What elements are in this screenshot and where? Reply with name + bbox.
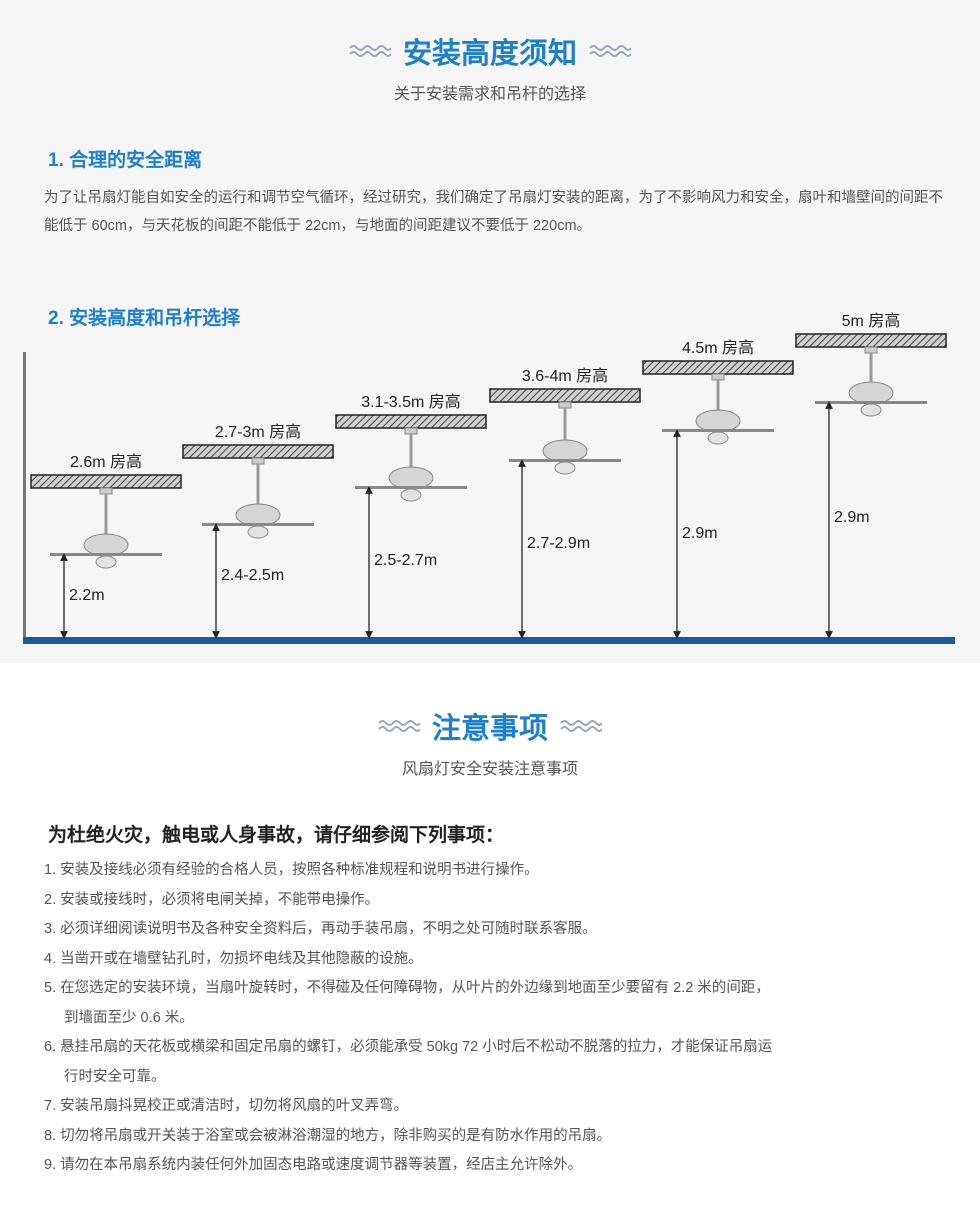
clearance-label: 2.2m xyxy=(69,587,105,604)
clearance-label: 2.4-2.5m xyxy=(221,567,284,584)
list-item: 6. 悬挂吊扇的天花板或横梁和固定吊扇的螺钉，必须能承受 50kg 72 小时后… xyxy=(44,1033,944,1092)
fan-canopy xyxy=(711,373,725,381)
fan-unit: 2.6m 房高 2.2m xyxy=(30,453,182,639)
fan-motor xyxy=(542,439,588,463)
fan-light xyxy=(95,555,117,569)
list-item: 8. 切勿将吊扇或开关装于浴室或会被淋浴潮湿的地方，除非购买的是有防水作用的吊扇… xyxy=(44,1122,944,1152)
fan-blades xyxy=(202,523,314,526)
ceiling-height-label: 2.7-3m 房高 xyxy=(215,423,301,441)
ceiling-slab xyxy=(642,360,794,375)
fan-motor xyxy=(695,409,741,433)
ceiling-height-label: 2.6m 房高 xyxy=(70,453,142,471)
clearance-label: 2.7-2.9m xyxy=(527,535,590,552)
fan-motor xyxy=(83,533,129,557)
list-item: 9. 请勿在本吊扇系统内装任何外加固态电路或速度调节器等装置，经店主允许除外。 xyxy=(44,1151,944,1181)
fan-blades xyxy=(509,459,621,462)
ceiling-height-label: 4.5m 房高 xyxy=(682,339,754,357)
floor xyxy=(23,637,955,644)
notice-section-subtitle: 风扇灯安全安装注意事项 xyxy=(401,761,578,778)
fan-downrod xyxy=(563,408,567,443)
notice-section-title: 注意事项 xyxy=(431,713,548,745)
wave-icon xyxy=(348,45,391,57)
fan-unit: 4.5m 房高 2.9m xyxy=(642,339,794,639)
list-item-text: 5. 在您选定的安装环境，当扇叶旋转时，不得碰及任何障碍物，从叶片的外边缘到地面… xyxy=(44,980,770,996)
ceiling-slab xyxy=(335,414,487,429)
list-item-text: 7. 安装吊扇抖晃校正或清洁时，切勿将风扇的叶叉弄弯。 xyxy=(44,1098,409,1114)
notice-list: 1. 安装及接线必须有经验的合格人员，按照各种标准规程和说明书进行操作。 2. … xyxy=(44,856,944,1181)
fan-light xyxy=(707,431,729,445)
section-title-row: 安装高度须知 xyxy=(0,30,980,72)
ceiling-height-label: 3.6-4m 房高 xyxy=(522,367,608,385)
list-item: 5. 在您选定的安装环境，当扇叶旋转时，不得碰及任何障碍物，从叶片的外边缘到地面… xyxy=(44,974,944,1033)
wave-icon xyxy=(560,720,603,732)
list-item: 7. 安装吊扇抖晃校正或清洁时，切勿将风扇的叶叉弄弯。 xyxy=(44,1092,944,1122)
list-item-text: 9. 请勿在本吊扇系统内装任何外加固态电路或速度调节器等装置，经店主允许除外。 xyxy=(44,1157,583,1173)
fan-canopy xyxy=(864,346,878,354)
fan-motor xyxy=(388,466,434,490)
wave-icon xyxy=(377,720,420,732)
fan-blades xyxy=(50,553,162,556)
list-item-text: 6. 悬挂吊扇的天花板或横梁和固定吊扇的螺钉，必须能承受 50kg 72 小时后… xyxy=(44,1039,773,1055)
list-item: 4. 当凿开或在墙壁钻孔时，勿损坏电线及其他隐蔽的设施。 xyxy=(44,945,944,975)
ceiling-height-label: 3.1-3.5m 房高 xyxy=(361,393,461,411)
ceiling-slab xyxy=(795,333,947,348)
list-item-text: 3. 必须详细阅读说明书及各种安全资料后，再动手装吊扇，不明之处可随时联系客服。 xyxy=(44,921,597,937)
fan-canopy xyxy=(558,401,572,409)
list-item-continuation: 行时安全可靠。 xyxy=(64,1068,166,1085)
notice-heading: 为杜绝火灾，触电或人身事故，请仔细参阅下列事项： xyxy=(48,825,505,846)
list-item-continuation: 到墙面至少 0.6 米。 xyxy=(64,1009,194,1026)
list-item: 1. 安装及接线必须有经验的合格人员，按照各种标准规程和说明书进行操作。 xyxy=(44,856,944,886)
list-item-text: 4. 当凿开或在墙壁钻孔时，勿损坏电线及其他隐蔽的设施。 xyxy=(44,950,423,967)
ceiling-slab xyxy=(30,474,182,489)
fan-unit: 5m 房高 2.9m xyxy=(795,312,947,639)
fan-blades xyxy=(355,486,467,489)
section-subtitle: 关于安装需求和吊杆的选择 xyxy=(393,86,586,103)
fan-light xyxy=(400,488,422,502)
fan-downrod xyxy=(869,353,873,385)
fan-unit: 3.1-3.5m 房高 2.5-2.7m xyxy=(335,393,487,639)
ceiling-slab xyxy=(489,388,641,403)
safe-distance-paragraph: 为了让吊扇灯能自如安全的运行和调节空气循环，经过研究，我们确定了吊扇灯安装的距离… xyxy=(44,190,943,234)
ceiling-slab xyxy=(182,444,334,459)
section-title: 安装高度须知 xyxy=(402,38,577,70)
notice-title-row: 注意事项 xyxy=(0,705,980,747)
fan-blades xyxy=(815,401,927,404)
list-item: 3. 必须详细阅读说明书及各种安全资料后，再动手装吊扇，不明之处可随时联系客服。 xyxy=(44,915,944,945)
clearance-label: 2.9m xyxy=(834,509,870,526)
fan-motor xyxy=(235,503,281,527)
wave-icon xyxy=(589,45,632,57)
fan-unit: 3.6-4m 房高 2.7-2.9m xyxy=(489,367,641,639)
list-item-text: 1. 安装及接线必须有经验的合格人员，按照各种标准规程和说明书进行操作。 xyxy=(44,862,539,878)
installation-height-section: 安装高度须知 关于安装需求和吊杆的选择 1. 合理的安全距离 为了让吊扇灯能自如… xyxy=(0,30,980,644)
fan-light xyxy=(860,403,882,417)
installation-height-diagram: 2.6m 房高 2.2m 2.7-3m 房高 2.4-2.5m 3.1-3.5m 房高 2… xyxy=(23,312,955,644)
fan-downrod xyxy=(409,434,413,470)
fan-motor xyxy=(848,381,894,405)
fan-downrod xyxy=(256,464,260,507)
fan-light xyxy=(247,525,269,539)
clearance-label: 2.5-2.7m xyxy=(374,552,437,569)
fan-blades xyxy=(662,429,774,432)
fan-canopy xyxy=(404,427,418,435)
list-item-text: 8. 切勿将吊扇或开关装于浴室或会被淋浴潮湿的地方，除非购买的是有防水作用的吊扇… xyxy=(44,1127,612,1144)
fan-downrod xyxy=(104,494,108,537)
fan-downrod xyxy=(716,380,720,413)
fan-canopy xyxy=(251,457,265,465)
fan-light xyxy=(554,461,576,475)
wall xyxy=(23,352,26,640)
list-item-text: 2. 安装或接线时，必须将电闸关掉，不能带电操作。 xyxy=(44,891,380,908)
heading-height-selection: 2. 安装高度和吊杆选择 xyxy=(48,308,241,329)
heading-safe-distance: 1. 合理的安全距离 xyxy=(48,150,203,171)
fan-unit: 2.7-3m 房高 2.4-2.5m xyxy=(182,423,334,639)
ceiling-height-label: 5m 房高 xyxy=(842,312,901,330)
list-item: 2. 安装或接线时，必须将电闸关掉，不能带电操作。 xyxy=(44,886,944,916)
fan-canopy xyxy=(99,487,113,495)
clearance-label: 2.9m xyxy=(682,525,718,542)
